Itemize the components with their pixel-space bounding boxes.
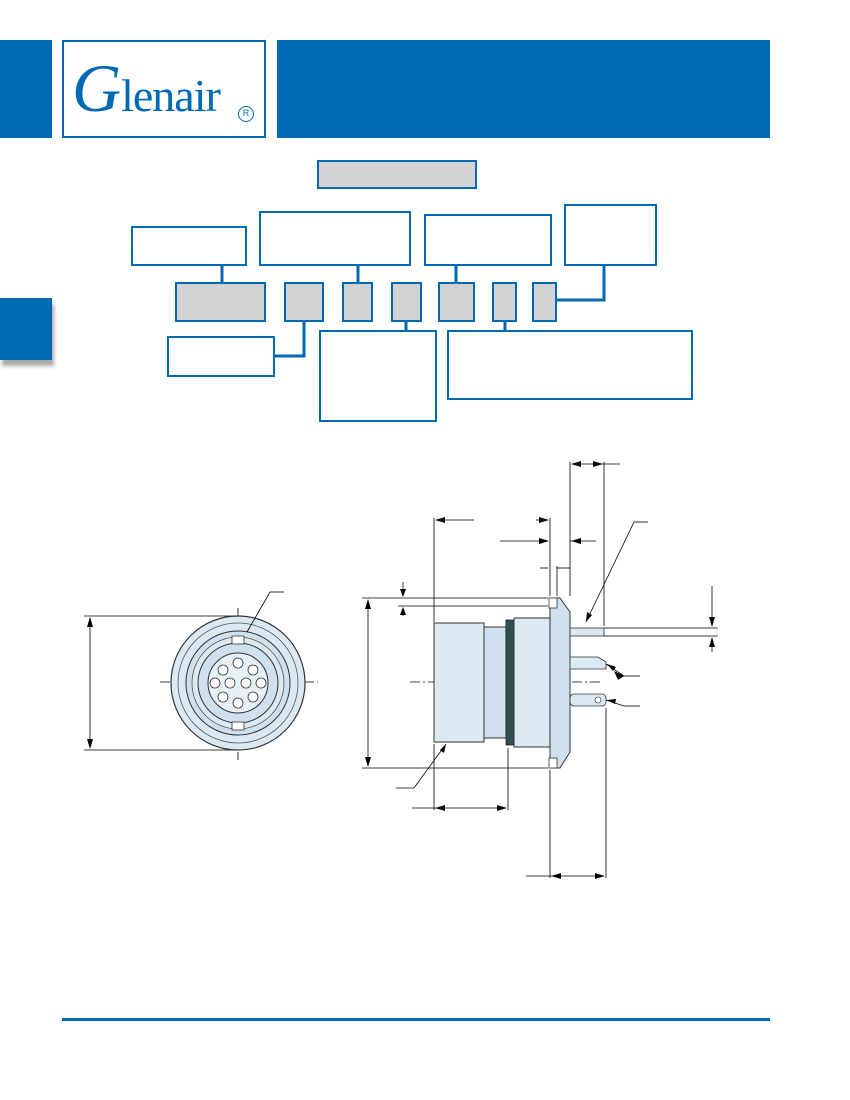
section-side-tab <box>0 298 52 360</box>
pn-field-6 <box>492 282 517 322</box>
logo-initial: G <box>72 50 122 126</box>
pn-field-3 <box>342 282 373 322</box>
pn-field-7 <box>532 282 557 322</box>
header-title-band <box>277 40 770 138</box>
part-number-title-box <box>317 160 477 189</box>
pn-field-series <box>175 282 266 322</box>
logo-name: lenair <box>121 70 221 121</box>
pn-field-4 <box>391 282 422 322</box>
footer-rule <box>62 1018 770 1021</box>
label-box-insert <box>424 214 552 266</box>
label-box-option <box>564 204 657 266</box>
connector-side-view <box>362 461 718 879</box>
connector-front-view <box>84 591 318 760</box>
label-box-class <box>167 336 275 377</box>
left-edge-band <box>0 40 52 138</box>
logo-wordmark: Glenair <box>72 54 221 122</box>
pn-field-5 <box>438 282 475 322</box>
label-box-series <box>131 226 247 266</box>
label-box-shell-size <box>319 330 437 422</box>
label-box-shell-style <box>259 211 411 266</box>
registered-mark-icon: R <box>238 106 254 122</box>
pn-field-2 <box>284 282 324 322</box>
breakdown-leader-lines <box>220 266 606 358</box>
label-box-contact <box>447 330 693 400</box>
glenair-logo: Glenair R <box>62 40 266 138</box>
